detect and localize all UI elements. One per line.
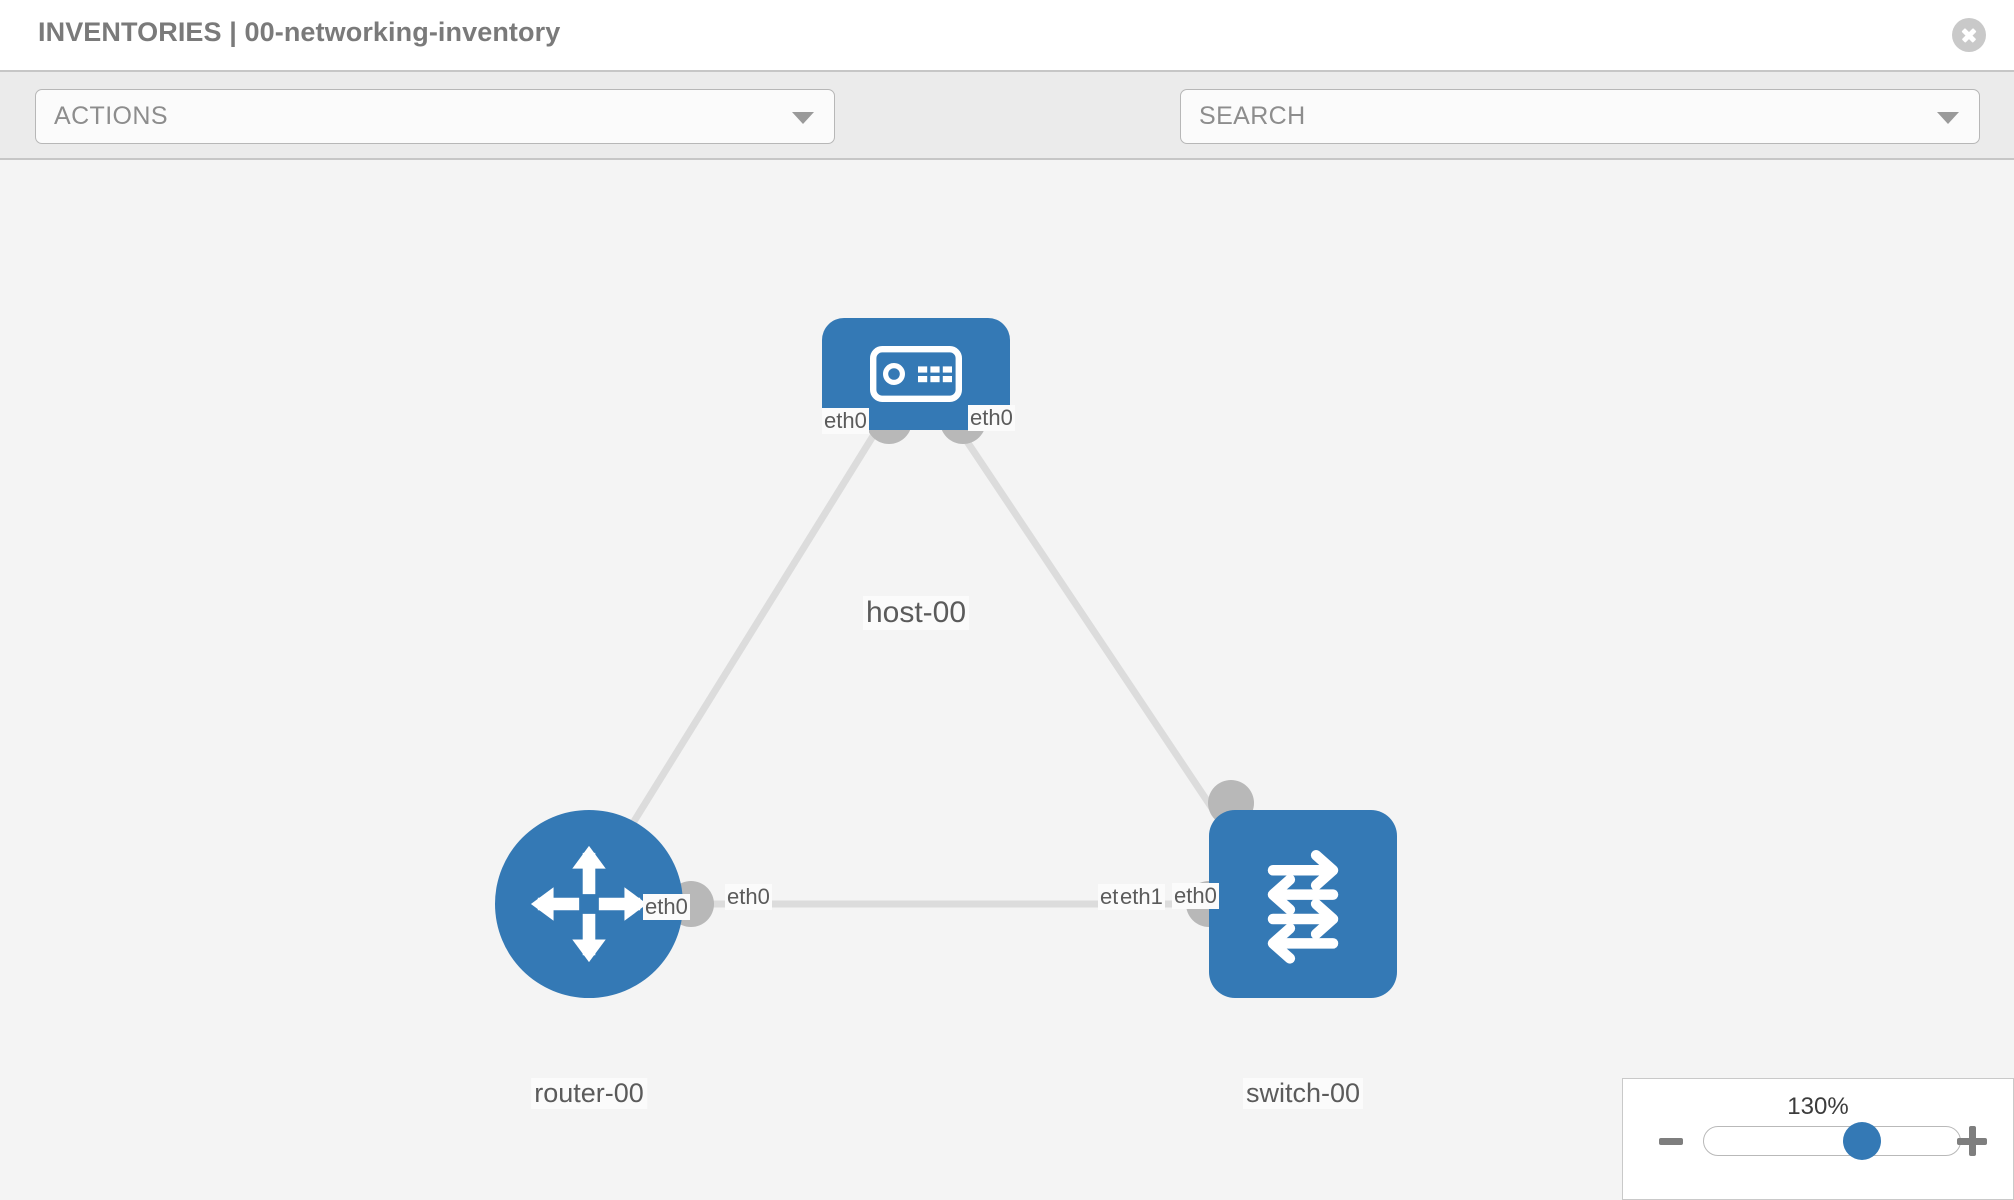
search-input[interactable]: SEARCH xyxy=(1180,89,1980,144)
edge-label-host-right: eth0 xyxy=(968,405,1015,431)
node-label-router-00: router-00 xyxy=(531,1078,647,1109)
actions-dropdown[interactable]: ACTIONS xyxy=(35,89,835,144)
link-host-router xyxy=(607,426,881,862)
page-title: INVENTORIES | 00-networking-inventory xyxy=(38,17,561,47)
zoom-level-label: 130% xyxy=(1787,1093,1849,1120)
zoom-out-button[interactable] xyxy=(1659,1138,1683,1145)
zoom-control-panel: 130% xyxy=(1622,1078,2014,1200)
chevron-down-icon xyxy=(792,112,814,124)
zoom-slider[interactable] xyxy=(1703,1122,1961,1160)
header-bar: INVENTORIES | 00-networking-inventory xyxy=(0,0,2014,70)
node-label-host-00: host-00 xyxy=(862,596,970,630)
search-placeholder: SEARCH xyxy=(1199,102,1306,130)
topology-canvas[interactable]: host-00 router-00 xyxy=(0,160,2014,1200)
edge-label-switch-up: eth0 xyxy=(1172,883,1219,909)
close-icon[interactable] xyxy=(1952,18,1986,52)
chevron-down-icon xyxy=(1937,112,1959,124)
edge-label-router-right: eth0 xyxy=(725,884,772,910)
link-host-switch xyxy=(955,426,1243,852)
topology-links xyxy=(607,426,1243,908)
edge-label-host-left: eth0 xyxy=(822,408,869,434)
toolbar: ACTIONS SEARCH xyxy=(0,70,2014,204)
actions-dropdown-label: ACTIONS xyxy=(54,102,168,130)
edge-label-switch-left: eth1 xyxy=(1118,884,1165,910)
zoom-in-button[interactable] xyxy=(1957,1126,1987,1156)
topology-node-switch-00[interactable]: switch-00 xyxy=(1209,810,1397,1109)
edge-label-router-up: eth0 xyxy=(643,894,690,920)
zoom-slider-thumb[interactable] xyxy=(1843,1122,1881,1160)
node-label-switch-00: switch-00 xyxy=(1242,1078,1364,1109)
switch-icon xyxy=(1209,810,1397,998)
